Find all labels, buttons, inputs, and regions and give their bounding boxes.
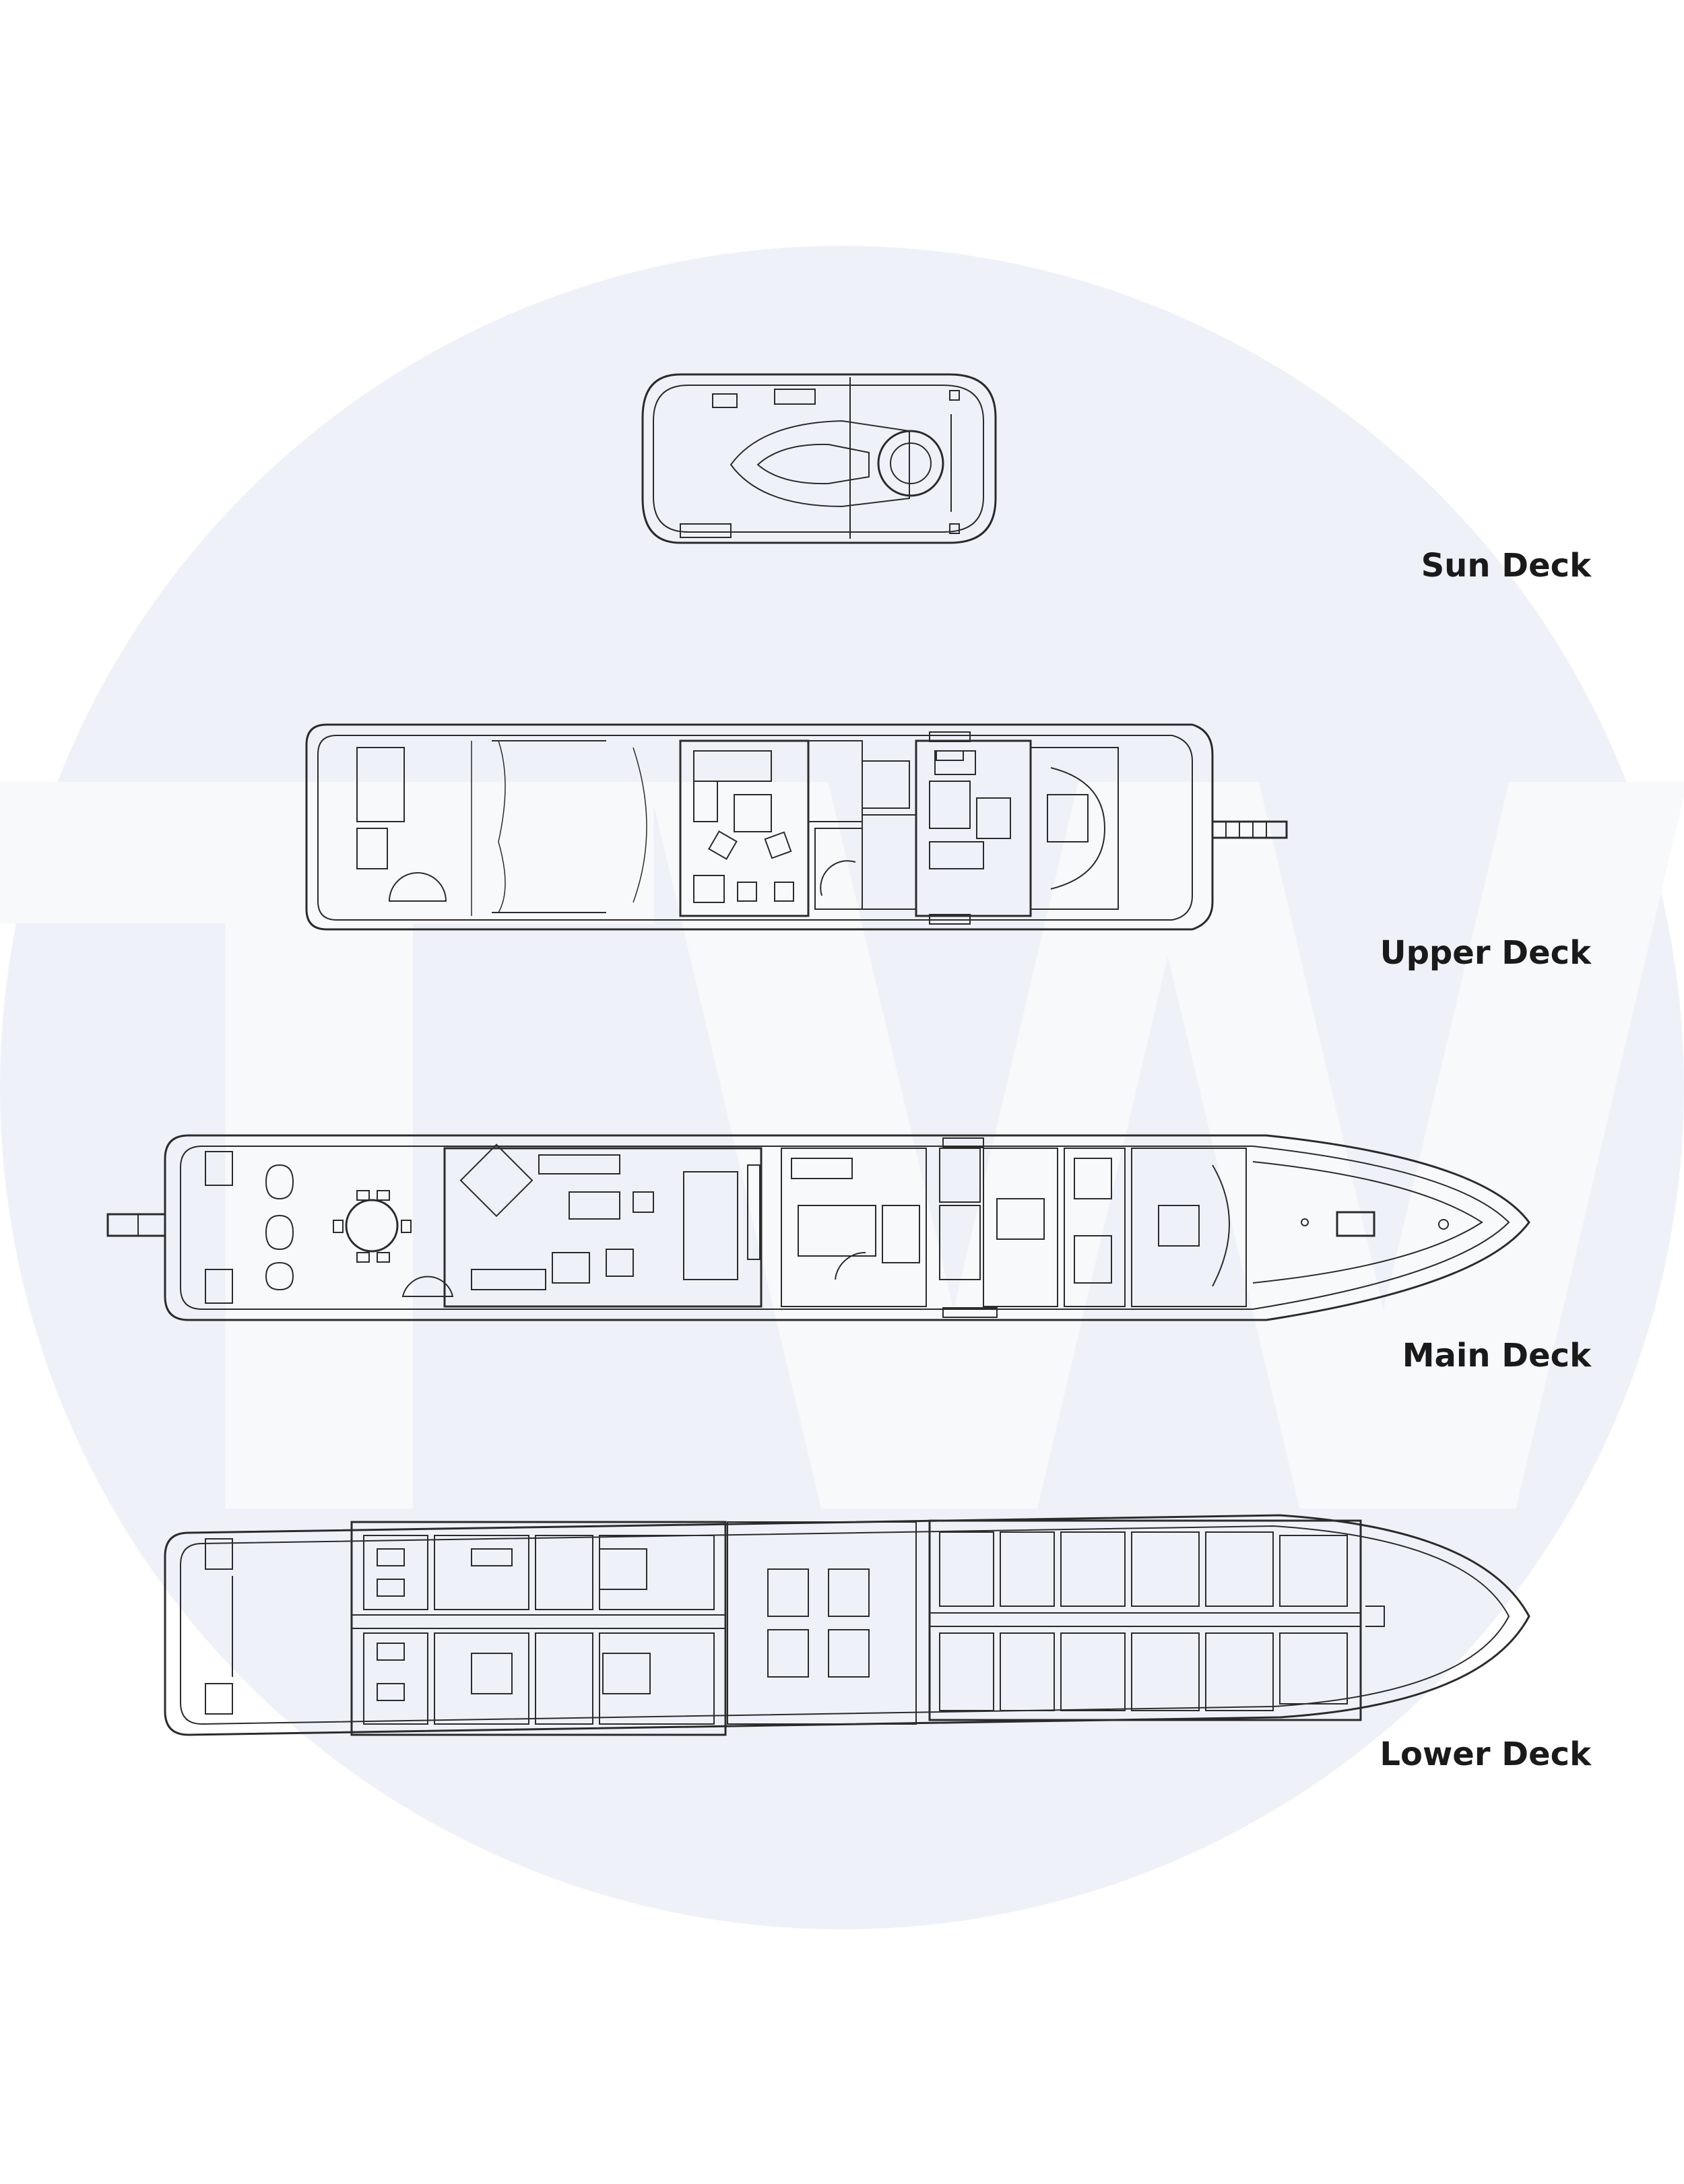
main-deck-passerelle [106, 1213, 165, 1237]
upper-deck-gangway [1212, 820, 1288, 839]
main-deck-plan [106, 1134, 1530, 1321]
watermark-letters: TW [0, 584, 1684, 1744]
sun-deck-plan [641, 373, 997, 544]
lower-deck-outline [164, 1514, 1530, 1736]
upper-deck-plan [305, 723, 1288, 931]
sun-deck-outline [641, 373, 997, 544]
lower-deck-engine-room [727, 1521, 917, 1725]
lower-deck-crew-area [928, 1519, 1362, 1721]
upper-deck-outline [305, 723, 1214, 931]
main-deck-outline [164, 1134, 1530, 1321]
deck-label-lower: Lower Deck [1380, 1735, 1591, 1773]
watermark-circle [0, 246, 1684, 1929]
sun-deck-mast [730, 420, 910, 508]
deck-label-sun: Sun Deck [1421, 547, 1591, 585]
watermark: TW [0, 246, 1684, 1929]
deck-label-upper: Upper Deck [1380, 934, 1591, 972]
deck-label-main: Main Deck [1402, 1337, 1591, 1375]
main-deck-aft-dining-table [345, 1199, 399, 1253]
lower-deck-plan [164, 1514, 1530, 1736]
